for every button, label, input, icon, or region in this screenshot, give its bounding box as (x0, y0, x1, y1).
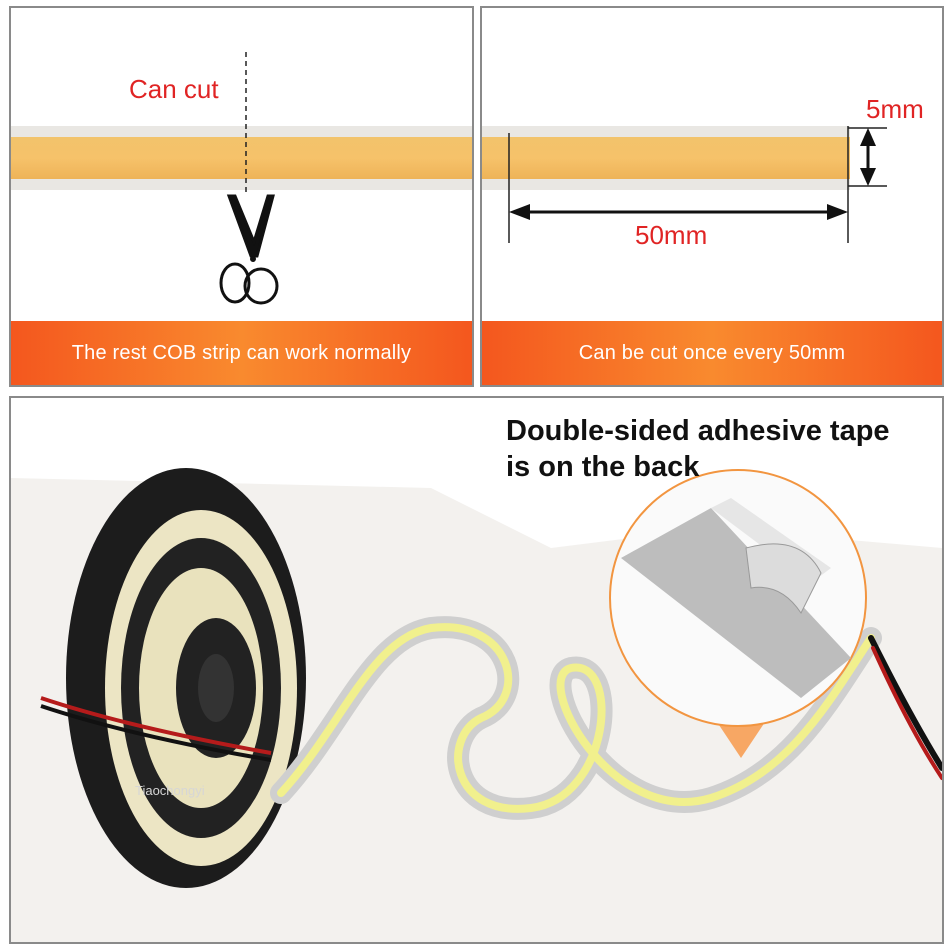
adhesive-title-line1: Double-sided adhesive tape (506, 415, 890, 447)
product-photo-panel: Double-sided adhesive tape is on the bac… (9, 396, 944, 944)
left-banner: The rest COB strip can work normally (11, 321, 472, 385)
cut-line-icon (245, 52, 247, 196)
length-label: 50mm (635, 220, 708, 250)
right-banner: Can be cut once every 50mm (482, 321, 942, 385)
width-label: 5mm (866, 94, 924, 124)
tape-closeup (609, 469, 867, 758)
scissors-icon (219, 194, 279, 305)
cut-demo-panel: Can cut The rest COB strip can work norm… (9, 6, 474, 387)
watermark: Tiaochongyi (135, 783, 205, 798)
reel-image (40, 468, 306, 888)
strip-loops (270, 616, 942, 820)
cob-strip-segment (482, 126, 850, 190)
adhesive-title-line2: is on the back (506, 451, 700, 483)
product-photo (11, 398, 942, 888)
dimension-panel: 5mm 50mm Can be cut once every 50mm (480, 6, 944, 387)
cob-strip (11, 126, 472, 190)
dimension-arrow-icon (508, 126, 887, 243)
can-cut-label: Can cut (129, 74, 219, 104)
